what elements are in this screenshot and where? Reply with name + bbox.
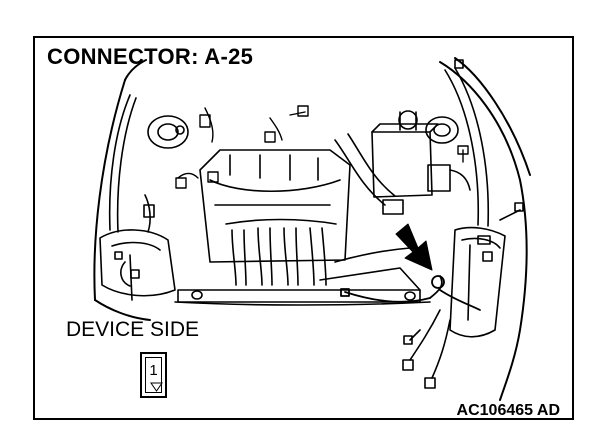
lower-harness [402,309,451,389]
pointer-arrow-icon [395,223,433,271]
radiator-support [174,247,431,306]
body-outline [93,57,531,401]
connector-title: CONNECTOR: A-25 [47,44,254,69]
left-components [175,105,469,189]
right-fender-harness [444,59,524,338]
figure-id: AC106465 AD [456,402,560,419]
connector-face: 1 [140,352,167,398]
left-fender-harness [99,94,176,301]
connector-pin-cell: 1 [145,357,163,393]
front-harness [340,275,481,311]
device-side-label: DEVICE SIDE [66,318,200,341]
strut-towers [147,110,459,149]
pin-number: 1 [149,362,158,379]
engine-block [199,123,471,286]
down-triangle-icon [150,382,163,392]
